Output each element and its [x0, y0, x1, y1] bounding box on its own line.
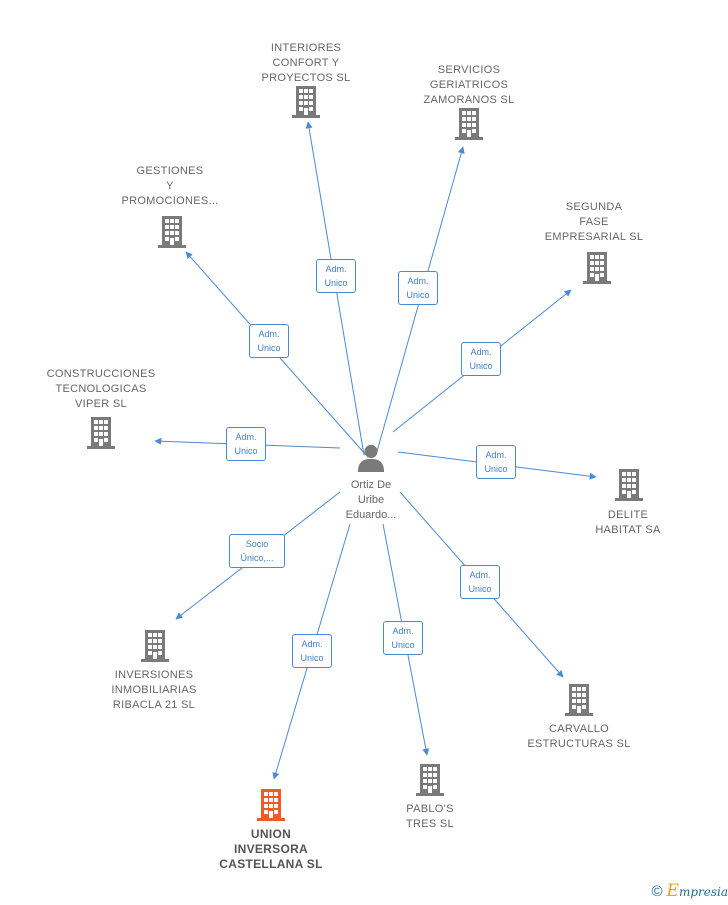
building-icon[interactable] — [141, 630, 169, 662]
building-icon[interactable] — [455, 108, 483, 140]
brand-logo[interactable]: © Empresia — [651, 881, 728, 901]
edge-label-union[interactable]: Adm.Unico — [292, 634, 332, 668]
edge-label-interiores[interactable]: Adm.Unico — [316, 259, 356, 293]
edge-label-carvallo[interactable]: Adm.Unico — [460, 565, 500, 599]
edge-label-gestiones[interactable]: Adm.Unico — [249, 324, 289, 358]
edge-label-delite[interactable]: Adm.Unico — [476, 445, 516, 479]
building-icon[interactable] — [615, 469, 643, 501]
building-icon[interactable] — [416, 764, 444, 796]
building-icon[interactable] — [565, 684, 593, 716]
copyright-symbol: © — [651, 882, 663, 900]
building-icon[interactable] — [158, 216, 186, 248]
building-icon[interactable] — [583, 252, 611, 284]
center-person-label[interactable]: Ortiz De Uribe Eduardo... — [345, 479, 397, 521]
edge-label-pablos[interactable]: Adm.Unico — [383, 621, 423, 655]
building-icon[interactable] — [292, 86, 320, 118]
edge-label-construcciones[interactable]: Adm.Unico — [226, 427, 266, 461]
brand-wordmark: Empresia — [666, 881, 728, 901]
person-icon[interactable] — [357, 444, 385, 472]
edge-label-segunda[interactable]: Adm.Unico — [461, 342, 501, 376]
edge-label-servicios[interactable]: Adm.Unico — [398, 271, 438, 305]
building-icon[interactable] — [87, 417, 115, 449]
building-icon[interactable] — [257, 789, 285, 821]
